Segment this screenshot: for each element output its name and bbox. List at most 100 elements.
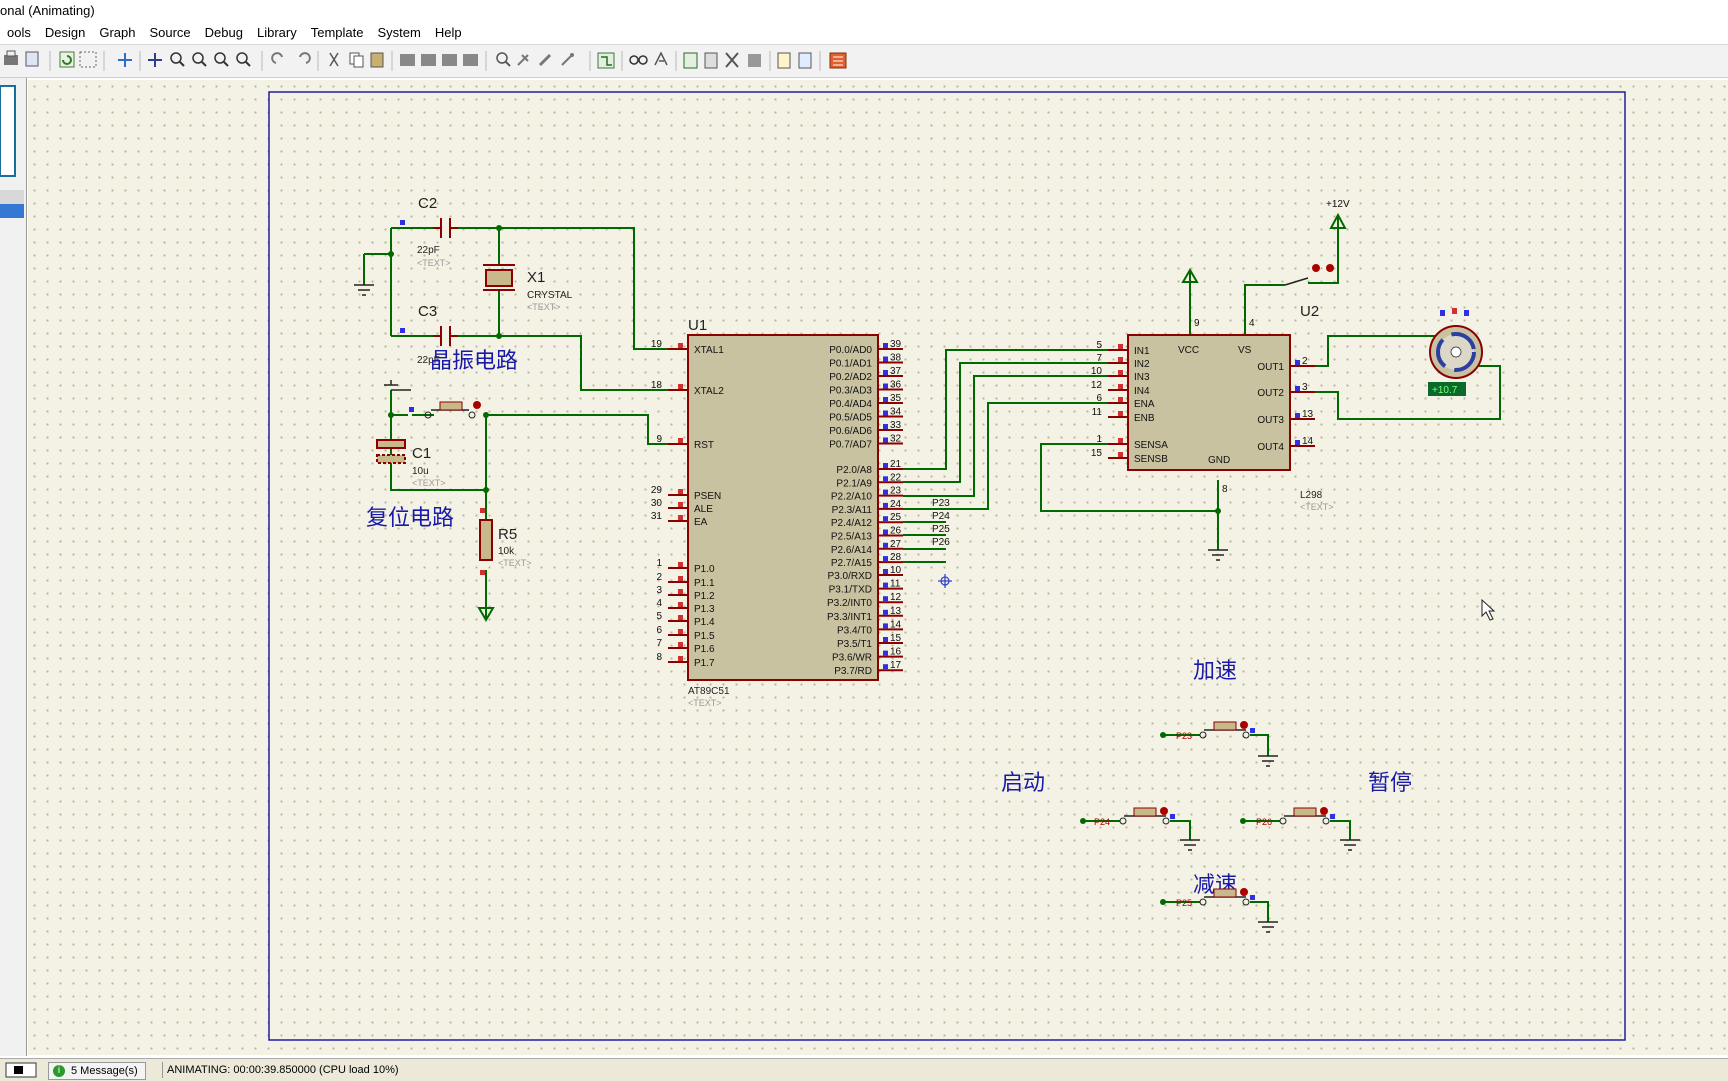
save-icon[interactable] xyxy=(25,51,39,67)
capacitor-c1[interactable] xyxy=(376,439,406,464)
make-device-icon[interactable] xyxy=(517,54,529,66)
schematic-canvas[interactable]: +12V C2 22pF <TEXT> C3 22pF X1 CRYSTAL xyxy=(28,80,1728,1055)
c1-value: 10u xyxy=(412,466,429,477)
menu-graph[interactable]: Graph xyxy=(99,25,136,40)
wire-autorouter-icon[interactable] xyxy=(597,52,615,69)
copy-icon[interactable] xyxy=(349,52,364,68)
power-switch[interactable] xyxy=(1284,264,1334,286)
crystal-circuit-label: 晶振电路 xyxy=(430,349,518,374)
menu-debug[interactable]: Debug xyxy=(204,25,243,40)
block-move-icon[interactable] xyxy=(421,54,436,66)
zoom-in-icon[interactable] xyxy=(170,52,185,67)
u1-part: AT89C51 xyxy=(688,686,730,697)
refresh-icon[interactable] xyxy=(59,51,75,68)
menu-source[interactable]: Source xyxy=(149,25,191,40)
svg-text:18: 18 xyxy=(651,380,663,391)
paste-icon[interactable] xyxy=(370,52,384,68)
svg-text:P2.0/A8: P2.0/A8 xyxy=(836,465,872,476)
svg-text:P1.1: P1.1 xyxy=(694,578,715,589)
decompose-icon[interactable] xyxy=(561,53,574,66)
svg-text:1: 1 xyxy=(1096,434,1102,445)
u2-vs: VS xyxy=(1238,345,1252,356)
netlist-icon[interactable] xyxy=(798,52,812,69)
design-explorer-icon[interactable] xyxy=(683,52,698,69)
svg-text:P1.4: P1.4 xyxy=(694,617,715,628)
u1-label: U1 xyxy=(688,317,707,334)
device-list-selected[interactable] xyxy=(0,204,24,218)
menu-system[interactable]: System xyxy=(377,25,421,40)
redo-icon[interactable] xyxy=(299,52,311,64)
svg-text:XTAL1: XTAL1 xyxy=(694,345,724,356)
u2-vcc: VCC xyxy=(1178,345,1199,356)
zoom-all-icon[interactable] xyxy=(214,52,229,67)
goto-sheet-icon[interactable] xyxy=(748,54,761,67)
button-accelerate[interactable]: P23 xyxy=(1160,721,1255,741)
crystal-x1[interactable] xyxy=(483,264,515,291)
u2-gnd: GND xyxy=(1208,455,1230,466)
menu-library[interactable]: Library xyxy=(256,25,297,40)
menu-design[interactable]: Design xyxy=(44,25,86,40)
r5-value: 10k xyxy=(498,546,515,557)
origin-icon[interactable] xyxy=(118,53,132,67)
package-icon[interactable] xyxy=(538,53,552,67)
menu-help[interactable]: Help xyxy=(434,25,462,40)
zoom-area-icon[interactable] xyxy=(236,52,251,67)
overview-window[interactable] xyxy=(0,85,16,177)
svg-text:P3.7/RD: P3.7/RD xyxy=(834,666,872,677)
remove-sheet-icon[interactable] xyxy=(725,52,739,68)
pcb-layout-icon[interactable] xyxy=(829,52,847,69)
window-title: onal (Animating) xyxy=(0,0,1728,22)
svg-text:PSEN: PSEN xyxy=(694,491,721,502)
zoom-out-icon[interactable] xyxy=(192,52,207,67)
svg-text:IN4: IN4 xyxy=(1134,386,1150,397)
undo-icon[interactable] xyxy=(271,52,283,64)
property-tool-icon[interactable] xyxy=(654,51,668,66)
block-copy-icon[interactable] xyxy=(400,54,415,66)
menu-template[interactable]: Template xyxy=(310,25,364,40)
svg-text:8: 8 xyxy=(656,652,662,663)
c2-value: 22pF xyxy=(417,245,440,256)
button-start[interactable]: P24 xyxy=(1080,807,1175,827)
driver-u2[interactable] xyxy=(1127,334,1291,471)
dc-motor[interactable]: +10.7 xyxy=(1428,308,1483,396)
c1-label: C1 xyxy=(412,445,431,462)
u2-part: L298 xyxy=(1300,490,1323,501)
menu-tools[interactable]: ools xyxy=(7,25,31,40)
vcc12-label: +12V xyxy=(1326,199,1350,210)
pick-device-icon[interactable] xyxy=(496,52,511,67)
button-pause[interactable]: P26 xyxy=(1240,807,1335,827)
svg-text:7: 7 xyxy=(1096,353,1102,364)
svg-text:P2.7/A15: P2.7/A15 xyxy=(831,558,873,569)
resistor-r5[interactable] xyxy=(479,508,493,575)
svg-text:2: 2 xyxy=(656,572,662,583)
cut-icon[interactable] xyxy=(329,52,339,67)
reset-button[interactable] xyxy=(409,401,481,419)
block-rotate-icon[interactable] xyxy=(442,54,457,66)
mcu-u1[interactable] xyxy=(687,334,879,681)
capacitor-c3[interactable] xyxy=(433,326,458,346)
svg-text:4: 4 xyxy=(656,598,662,609)
pan-icon[interactable] xyxy=(148,53,162,67)
svg-text:1: 1 xyxy=(656,558,662,569)
svg-text:12: 12 xyxy=(890,592,902,603)
bill-of-materials-icon[interactable] xyxy=(777,52,791,69)
button-decelerate[interactable]: P25 xyxy=(1160,888,1255,908)
search-icon[interactable] xyxy=(629,55,648,65)
grid-icon[interactable] xyxy=(79,51,97,68)
block-delete-icon[interactable] xyxy=(463,54,478,66)
new-sheet-icon[interactable] xyxy=(704,52,718,69)
print-icon[interactable] xyxy=(4,50,18,65)
capacitor-c2[interactable] xyxy=(433,218,458,238)
svg-text:7: 7 xyxy=(656,638,662,649)
u2-text: <TEXT> xyxy=(1300,502,1334,512)
